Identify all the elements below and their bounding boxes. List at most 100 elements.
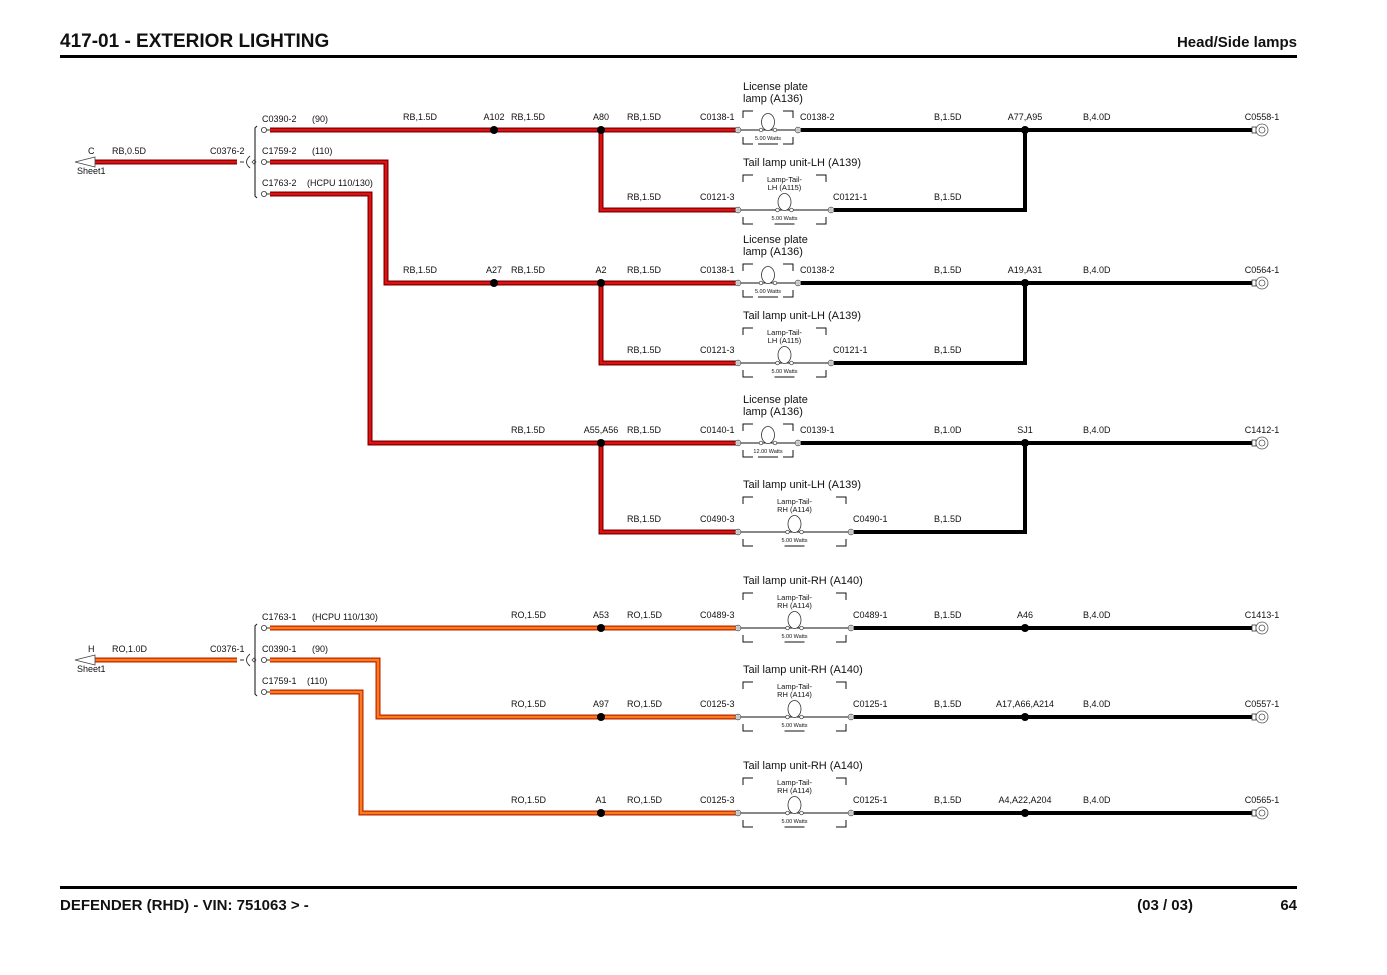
component-bracket	[742, 592, 847, 643]
splice-point	[1021, 713, 1029, 721]
lamp-label: Lamp-Tail-	[777, 593, 813, 602]
lamp-label: Lamp-Tail-	[777, 497, 813, 506]
connector-pin-icon	[734, 624, 742, 632]
connector-pin-icon	[734, 439, 742, 447]
component-title: lamp (A136)	[743, 406, 803, 418]
ground-wire	[834, 130, 1027, 212]
lamp-wattage: 12.00 Watts	[753, 449, 782, 455]
connector-pin-icon	[829, 361, 833, 365]
splice-point	[597, 713, 605, 721]
wire-label: RO,1.5D	[627, 610, 663, 620]
splice-label: A19,A31	[1008, 265, 1043, 275]
ground-eyelet-icon	[1258, 439, 1266, 447]
connector-pin-icon	[260, 158, 267, 165]
connector-pin-icon	[736, 811, 740, 815]
connector-pin-icon	[736, 281, 740, 285]
wire-label: RO,1.5D	[511, 795, 547, 805]
lamp-label: Lamp-Tail-	[767, 175, 803, 184]
lamp-bulb-icon	[787, 796, 802, 814]
connector-pin-icon	[734, 126, 742, 134]
component-title: Tail lamp unit-RH (A140)	[743, 760, 863, 772]
wire-label: B,4.0D	[1083, 795, 1111, 805]
lamp-bulb-icon	[787, 700, 802, 718]
component-title: License plate	[743, 234, 808, 246]
splice-point	[597, 624, 605, 632]
splice-label: A97	[593, 699, 609, 709]
lamp-wattage: 5.00 Watts	[781, 723, 807, 729]
footer-rule	[60, 886, 1297, 889]
connector-pin-icon	[736, 208, 740, 212]
wire-label: B,1.5D	[934, 265, 962, 275]
connector-pin-icon	[847, 809, 855, 817]
branch-pin-label: C1763-1	[262, 612, 297, 622]
connector-pin-icon	[794, 279, 802, 287]
wire-label: RB,1.5D	[627, 112, 662, 122]
branch-wire-core	[270, 690, 738, 815]
connector-out-label: C0125-1	[853, 795, 888, 805]
connector-pin-icon	[260, 190, 267, 197]
component-bracket	[742, 110, 794, 145]
lamp-wattage: 5.00 Watts	[781, 634, 807, 640]
component-title: License plate	[743, 394, 808, 406]
lamp-label: RH (A114)	[777, 505, 812, 514]
lamp-wattage: 5.00 Watts	[781, 538, 807, 544]
splice-label: A102	[483, 112, 504, 122]
wire-label: B,1.5D	[934, 345, 962, 355]
connector-pin-icon	[847, 528, 855, 536]
connector-out-label: C0121-1	[833, 192, 868, 202]
splice-point	[1021, 624, 1029, 632]
splice-label: A27	[486, 265, 502, 275]
lamp-bulb-icon	[787, 515, 802, 533]
lamp-wattage: 5.00 Watts	[781, 819, 807, 825]
component-bracket	[742, 263, 794, 298]
branch-pin-label: C0390-1	[262, 644, 297, 654]
lamp-terminal-icon	[775, 207, 780, 213]
component-bracket	[742, 423, 794, 458]
connector-pin-icon	[847, 713, 855, 721]
lamp-label: RH (A114)	[777, 786, 812, 795]
ground-eyelet-icon	[1258, 126, 1266, 134]
connector-pin-icon	[734, 279, 742, 287]
wire-label: RB,1.5D	[627, 425, 662, 435]
lamp-terminal-icon	[772, 280, 778, 286]
ground-eyelet-icon	[1255, 710, 1269, 724]
branch-pin-label: C1763-2	[262, 178, 297, 188]
component-bracket	[742, 174, 827, 225]
lamp-label: LH (A115)	[768, 183, 802, 192]
page-subtitle: Head/Side lamps	[1177, 34, 1297, 51]
wire-label: RB,1.5D	[511, 425, 546, 435]
page-title: 417-01 - EXTERIOR LIGHTING	[60, 31, 329, 52]
connector-label: C0376-2	[210, 146, 245, 156]
connector-key-icon	[251, 159, 257, 165]
wire-label: RO,1.5D	[627, 795, 663, 805]
branch-wire-core	[270, 192, 738, 445]
ground-label: C1412-1	[1245, 425, 1280, 435]
branch-pin-label: C1759-2	[262, 146, 297, 156]
component-title: Tail lamp unit-RH (A140)	[743, 664, 863, 676]
ground-wire	[834, 283, 1027, 365]
connector-out-label: C0489-1	[853, 610, 888, 620]
ground-eyelet-icon	[1258, 279, 1266, 287]
lamp-terminal-icon	[758, 280, 764, 286]
branch-note-label: (HCPU 110/130)	[312, 612, 378, 622]
branch-note-label: (110)	[307, 676, 327, 686]
connector-pin-icon	[260, 625, 267, 632]
wire-label: RB,0.5D	[112, 146, 147, 156]
ground-label: C0558-1	[1245, 112, 1280, 122]
wire-label: B,1.5D	[934, 112, 962, 122]
splice-label: A80	[593, 112, 609, 122]
connector-in-label: C0121-3	[700, 192, 735, 202]
splice-label: A17,A66,A214	[996, 699, 1054, 709]
wire-label: B,1.0D	[934, 425, 962, 435]
connector-pin-icon	[794, 439, 802, 447]
connector-pin-icon	[734, 713, 742, 721]
connector-out-label: C0138-2	[800, 112, 835, 122]
component-title: Tail lamp unit-RH (A140)	[743, 575, 863, 587]
lamp-wattage: 5.00 Watts	[755, 136, 781, 142]
wire-label: RB,1.5D	[627, 192, 662, 202]
splice-label: A2	[595, 265, 606, 275]
connector-pin-icon	[260, 689, 267, 696]
connector-pin-icon	[794, 126, 802, 134]
lamp-terminal-icon	[772, 127, 778, 133]
